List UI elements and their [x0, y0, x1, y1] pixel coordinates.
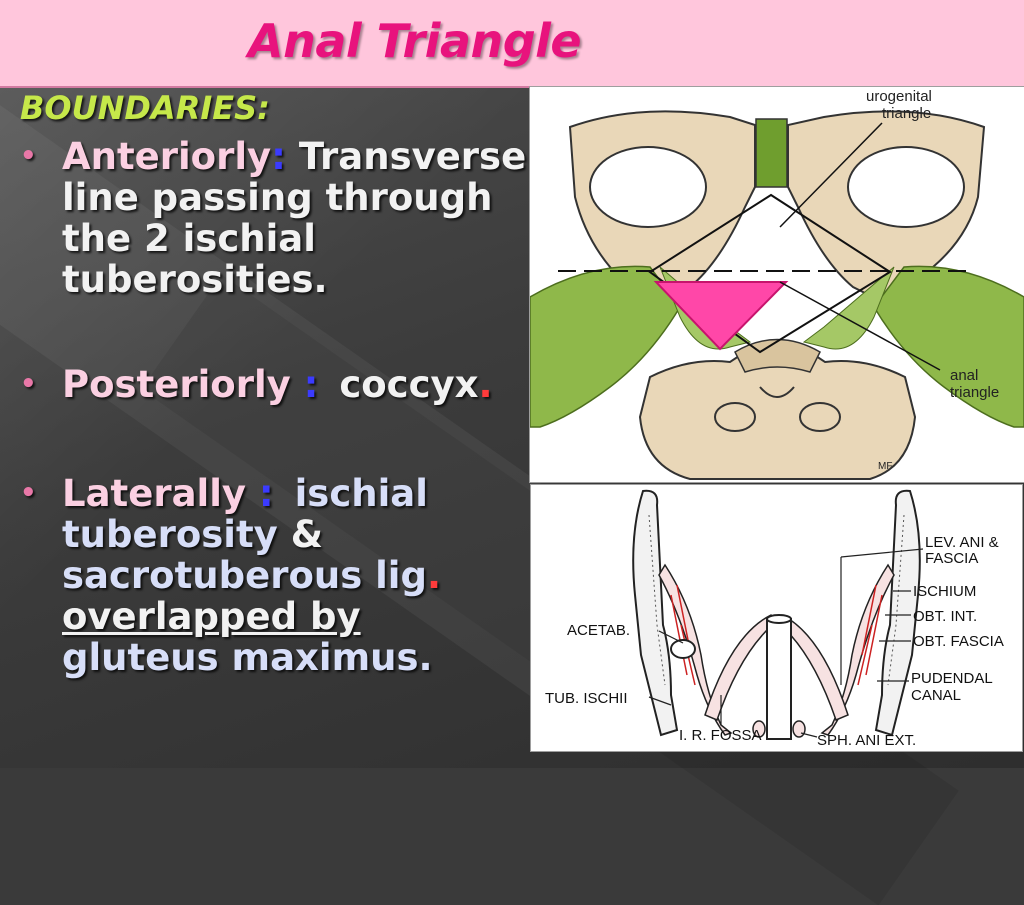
posterior-text: coccyx [339, 363, 479, 406]
bullet-dot-icon: • [20, 478, 37, 508]
label-pudendal: CANAL [911, 687, 961, 704]
label-sph-ani: SPH. ANI EXT. [817, 732, 916, 749]
sacral-crest [759, 386, 795, 398]
pubic-symphysis [755, 118, 788, 188]
lateral-period: . [426, 554, 442, 597]
label-lev-ani: LEV. ANI & [925, 534, 999, 551]
coronal-section-illustration: LEV. ANI & FASCIA ISCHIUM OBT. INT. OBT.… [545, 489, 1004, 749]
left-obturator-foramen [589, 146, 707, 228]
label-pudendal: PUDENDAL [911, 670, 993, 687]
anterior-colon: : [271, 135, 286, 178]
anterior-text-3: the 2 ischial [62, 217, 316, 260]
perineum-diamond [648, 193, 892, 354]
coccyx-bone [734, 338, 821, 373]
urogenital-leader-line [779, 122, 883, 228]
left-sphincter [752, 720, 766, 738]
lev-ani-leader [840, 548, 924, 558]
anterior-label: Anteriorly [62, 135, 272, 178]
anterior-text-2: line passing through [62, 176, 493, 219]
acetabulum [670, 639, 696, 659]
tub-ischii-leader [648, 696, 672, 706]
label-acetab: ACETAB. [567, 622, 630, 639]
right-levator-muscle [802, 266, 895, 350]
acetab-leader [658, 630, 684, 644]
lateral-amp: & [290, 513, 323, 556]
label-tub-ischii: TUB. ISCHII [545, 690, 628, 707]
perineum-illustration: urogenital triangle anal triangle MF [530, 88, 1024, 480]
boundaries-heading: BOUNDARIES: [20, 89, 270, 127]
sacral-foramen-right [799, 402, 841, 432]
illustrator-signature: MF [878, 461, 892, 472]
anal-canal-top [766, 614, 792, 624]
anal-leader-line [779, 281, 941, 371]
lateral-text-4: overlapped by [62, 595, 361, 638]
sacral-foramen-left [714, 402, 756, 432]
right-ischium [874, 489, 921, 737]
lateral-label: Laterally [62, 472, 247, 515]
anterior-text-4: tuberosities. [62, 258, 328, 301]
posterior-label: Posteriorly [62, 363, 291, 406]
label-obt-fascia: OBT. FASCIA [913, 633, 1004, 650]
perineum-diagram: urogenital triangle anal triangle MF [529, 86, 1024, 483]
lateral-text-3: sacrotuberous lig [62, 554, 427, 597]
anterior-text-1: Transverse [298, 135, 527, 178]
label-obt-int: OBT. INT. [913, 608, 977, 625]
label-ischium: ISCHIUM [913, 583, 976, 600]
anal-canal [766, 618, 792, 740]
lateral-text-2: tuberosity [62, 513, 278, 556]
sacrum-bone [638, 346, 917, 480]
right-muscle-fibers [857, 584, 883, 686]
content-area: BOUNDARIES: • Anteriorly: Transverse lin… [18, 88, 538, 678]
posterior-colon: : [303, 363, 319, 406]
bullet-posterior: • Posteriorly : coccyx. [18, 364, 538, 405]
sph-ani-leader [800, 732, 818, 738]
lateral-text-1: ischial [294, 472, 428, 515]
slide-title: Anal Triangle [248, 14, 582, 68]
left-bone-texture [648, 514, 666, 686]
lateral-colon: : [258, 472, 274, 515]
label-ir-fossa: I. R. FOSSA [679, 727, 762, 744]
right-obturator-foramen [847, 146, 965, 228]
anal-triangle-highlight [653, 281, 789, 351]
left-ischium [632, 489, 679, 737]
coronal-section-diagram: LEV. ANI & FASCIA ISCHIUM OBT. INT. OBT.… [530, 484, 1023, 752]
label-lev-ani: FASCIA [925, 550, 978, 567]
bullet-anterior: • Anteriorly: Transverse line passing th… [18, 136, 538, 300]
label-anal: triangle [950, 384, 999, 401]
label-anal: anal [950, 367, 978, 384]
lateral-text-5: gluteus maximus. [62, 636, 433, 679]
bullet-lateral: • Laterally : ischial tuberosity & sacro… [18, 473, 538, 678]
posterior-period: . [478, 363, 493, 406]
title-bar: Anal Triangle [0, 0, 1024, 88]
label-urogenital: urogenital [866, 88, 932, 105]
label-urogenital: triangle [882, 105, 931, 122]
bullet-dot-icon: • [20, 369, 37, 399]
right-sphincter [792, 720, 806, 738]
bullet-dot-icon: • [20, 141, 37, 171]
